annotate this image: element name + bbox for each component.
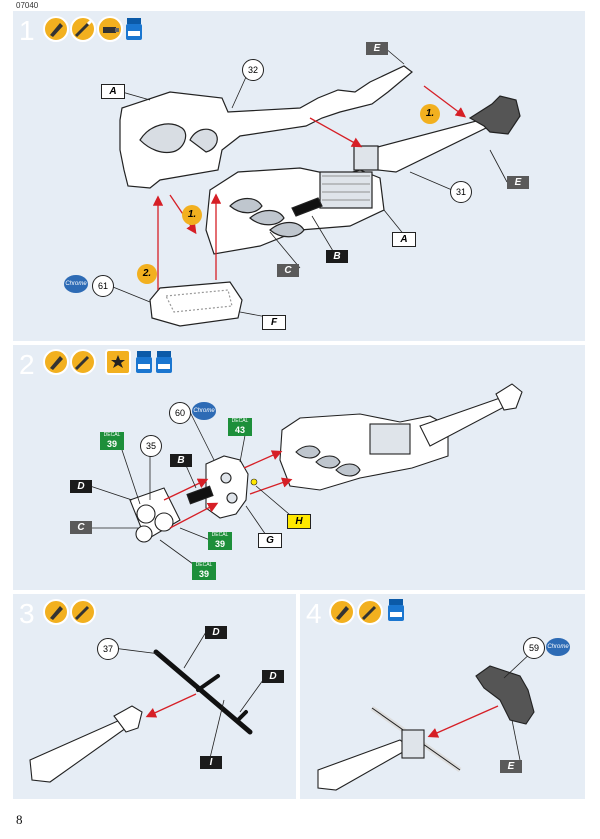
pulley-belt-part-35	[129, 485, 214, 543]
part-number-37: 37	[97, 638, 119, 660]
decal-tag-label: DECAL	[231, 418, 249, 424]
part-tag-g: G	[258, 533, 282, 548]
part-highlight-dot	[250, 478, 258, 486]
step-3-number: 3	[19, 598, 35, 629]
assembly-arrows-step-2	[163, 450, 293, 529]
decal-tag-39-bottom: DECAL 39	[192, 562, 216, 580]
engine-block	[205, 167, 385, 255]
rear-arm	[353, 95, 521, 173]
part-number-35: 35	[140, 435, 162, 457]
step-2-number: 2	[19, 349, 35, 380]
part-number-60: 60	[169, 402, 191, 424]
decal-tag-label: DECAL	[211, 532, 229, 538]
decal-tag-number: 39	[198, 569, 209, 579]
leader-lines-step-3	[112, 631, 267, 759]
order-mark-1-right: 1.	[420, 104, 440, 124]
part-tag-d-top: D	[205, 626, 227, 639]
part-tag-a-top: A	[101, 84, 125, 99]
brush-icon	[70, 349, 96, 375]
part-number-59: 59	[523, 637, 545, 659]
part-tag-c: C	[70, 521, 92, 534]
document-code: 07040	[16, 1, 39, 10]
decal-tag-43: DECAL 43	[228, 418, 252, 436]
decal-tag-number: 43	[234, 425, 245, 435]
part-tag-a-bottom: A	[392, 232, 416, 247]
chrome-badge: Chrome	[64, 275, 88, 293]
cement-icon	[43, 599, 69, 625]
step-4-number: 4	[306, 598, 322, 629]
part-number-31: 31	[450, 181, 472, 203]
driveshaft-part-37	[153, 649, 253, 735]
bottom-plate	[149, 281, 243, 327]
leader-lines-step-2	[89, 411, 297, 573]
paint-jar-icon	[136, 351, 152, 373]
brush-icon	[70, 599, 96, 625]
chrome-badge: Chrome	[546, 638, 570, 656]
paint-jar-icon	[126, 18, 142, 40]
decal-tag-label: DECAL	[103, 432, 121, 438]
leader-lines-step-1	[107, 47, 508, 321]
part-tag-b: B	[170, 454, 192, 467]
part-number-61: 61	[92, 275, 114, 297]
part-tag-c: C	[277, 264, 299, 277]
brush-icon	[357, 599, 383, 625]
part-tag-d: D	[70, 480, 92, 493]
decal-icon	[105, 349, 131, 375]
part-tag-i: I	[200, 756, 222, 769]
rear-arm-step-3	[29, 705, 143, 783]
part-tag-d-right: D	[262, 670, 284, 683]
cement-icon	[43, 349, 69, 375]
brush-icon	[70, 16, 96, 42]
cement-icon	[43, 16, 69, 42]
rear-hub-assembly	[317, 705, 462, 791]
decal-tag-number: 39	[214, 539, 225, 549]
engine-assembly-step-2	[279, 383, 523, 491]
chrome-badge: Chrome	[192, 402, 216, 420]
page-number: 8	[16, 812, 23, 827]
part-number-32: 32	[242, 59, 264, 81]
part-tag-f: F	[262, 315, 286, 330]
assembly-arrows-step-3	[145, 693, 197, 718]
assembly-arrows-step-4	[427, 705, 499, 738]
order-mark-2: 2.	[137, 264, 157, 284]
order-mark-1: 1.	[182, 205, 202, 225]
decal-tag-39-top: DECAL 39	[100, 432, 124, 450]
part-tag-b: B	[326, 250, 348, 263]
front-cover-part-60	[205, 455, 249, 519]
part-tag-e-right: E	[507, 176, 529, 189]
decal-tag-39-middle: DECAL 39	[208, 532, 232, 550]
paint-jar-icon	[156, 351, 172, 373]
glue-tube-icon	[97, 16, 123, 42]
decal-tag-label: DECAL	[195, 562, 213, 568]
part-tag-e: E	[500, 760, 522, 773]
paint-jar-icon	[388, 599, 404, 621]
part-tag-e-top: E	[366, 42, 388, 55]
frame-part-a	[119, 65, 413, 189]
cement-icon	[329, 599, 355, 625]
decal-tag-number: 39	[106, 439, 117, 449]
part-tag-h: H	[287, 514, 311, 529]
hub-carrier-part-59	[475, 665, 535, 725]
step-1-number: 1	[19, 15, 35, 46]
